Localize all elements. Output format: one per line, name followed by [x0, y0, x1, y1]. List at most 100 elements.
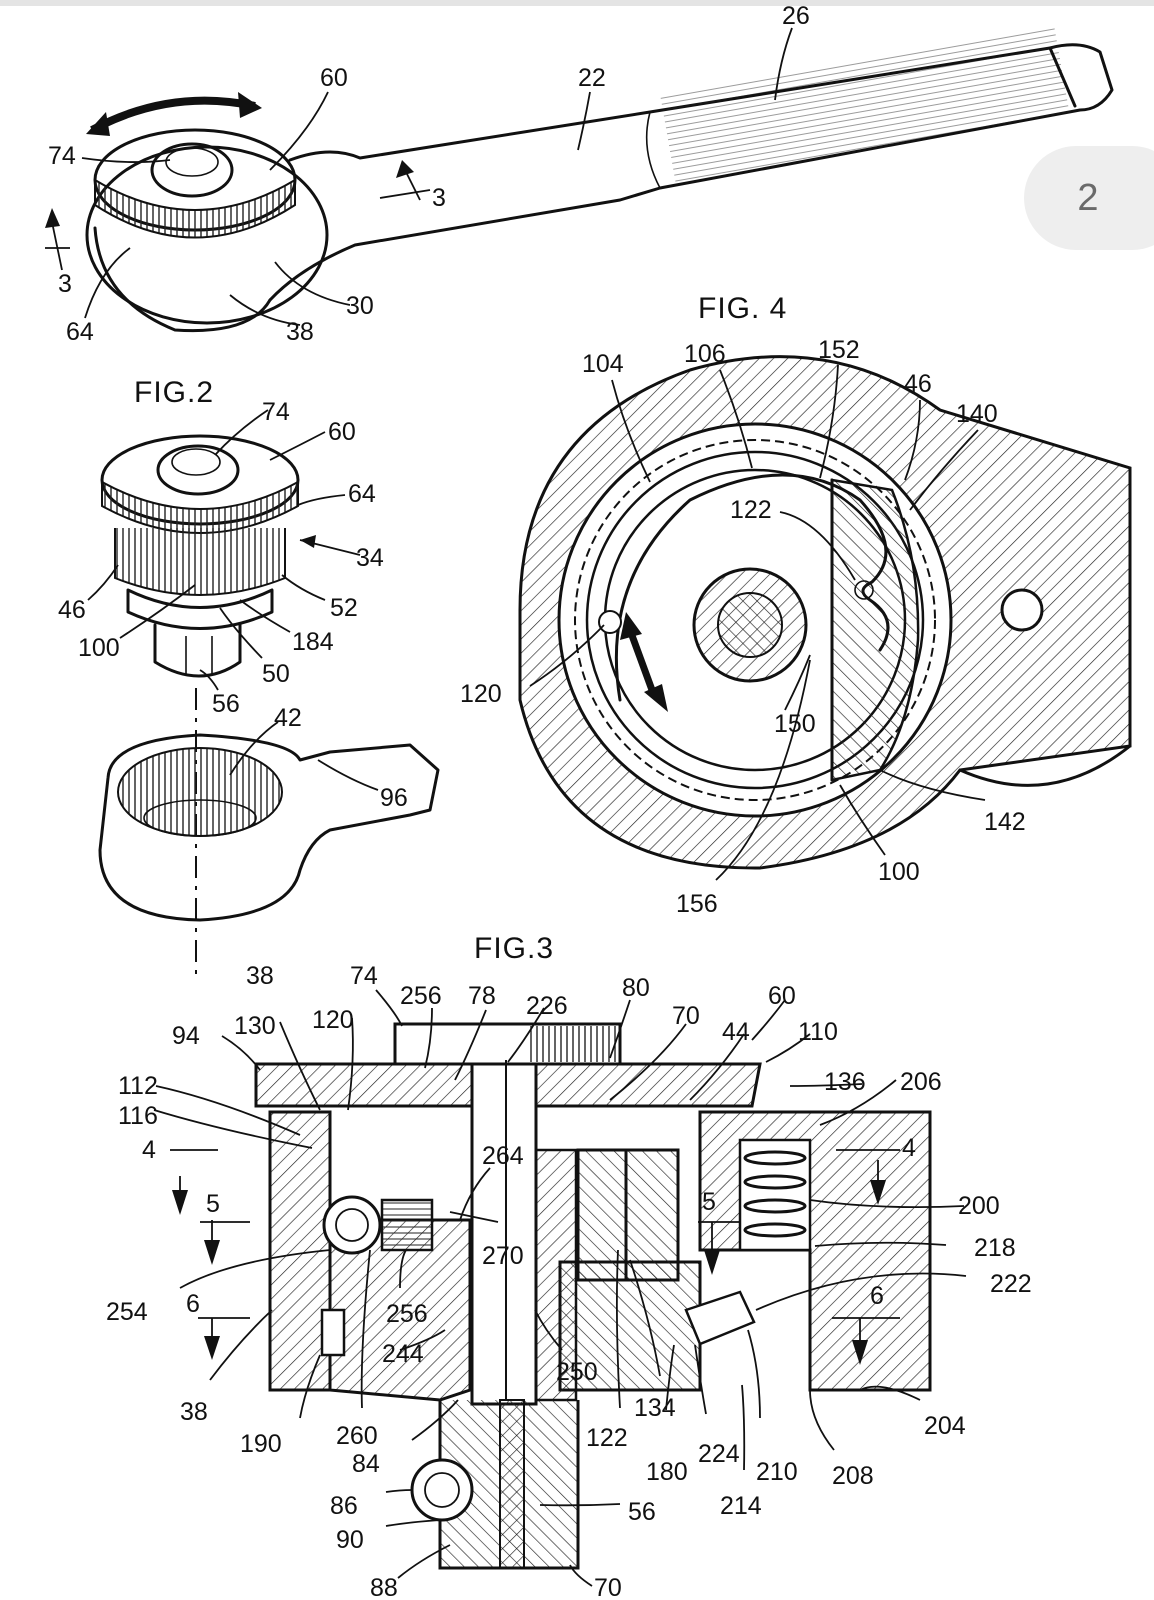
label-44: 44: [722, 1018, 750, 1046]
fig3-ball-86: [410, 1458, 474, 1522]
label-222: 222: [990, 1270, 1032, 1298]
fig4-spring-end: [854, 580, 874, 600]
label-134: 134: [634, 1394, 676, 1422]
leader-52: [281, 574, 326, 601]
section-arrow-icon: [404, 169, 421, 201]
label-88: 88: [370, 1574, 398, 1600]
label-140: 140: [956, 400, 998, 428]
label-60: 60: [328, 418, 356, 446]
fig2-drive-lines: [185, 636, 213, 676]
label-94: 94: [172, 1022, 200, 1050]
fig2-gear: [114, 528, 286, 596]
fig2-socket-teeth: [117, 747, 283, 837]
double-arrow-right-head: [238, 92, 262, 118]
leader-42: [229, 721, 279, 776]
label-120: 120: [460, 680, 502, 708]
fig4-arrow-down: [644, 684, 668, 712]
fig3-body-left-floor: [328, 1218, 472, 1402]
leader-156: [715, 659, 811, 881]
leader-64: [84, 247, 131, 319]
leader-96: [317, 759, 379, 791]
label-38-bottom: 38: [180, 1398, 208, 1426]
fig3-drive-bore: [499, 1399, 525, 1569]
label-200: 200: [958, 1192, 1000, 1220]
label-60: 60: [320, 64, 348, 92]
label-184: 184: [292, 628, 334, 656]
fig4-pin: [598, 610, 622, 634]
label-56: 56: [628, 1498, 656, 1526]
leader-104: [611, 379, 651, 483]
label-3-right: 3: [432, 184, 446, 212]
fig3-ball-86-inner: [424, 1472, 460, 1508]
head-lower: [93, 226, 272, 333]
label-4-left: 4: [142, 1136, 156, 1164]
fig3-spring-200: [738, 1138, 812, 1252]
section-arrow-head-left: [45, 208, 60, 228]
section-arrow-head-right: [396, 160, 414, 178]
fig2-exploded-view: FIG.2 74 60 64 34 46 52 100: [58, 376, 440, 980]
label-156: 156: [676, 890, 718, 918]
leader-64b: [297, 494, 346, 506]
label-152: 152: [818, 336, 860, 364]
leader-56: [199, 669, 219, 691]
fig3-ball-254-inner: [335, 1208, 369, 1242]
label-46: 46: [58, 596, 86, 624]
label-6-left: 6: [186, 1290, 200, 1318]
leader-46c: [904, 399, 921, 481]
top-edge-bar: [0, 0, 1154, 6]
fig2-knob-knurl: [101, 480, 299, 534]
label-3-left: 3: [58, 270, 72, 298]
fig2-wrench-head: [98, 733, 440, 922]
label-210: 210: [756, 1458, 798, 1486]
label-106: 106: [684, 340, 726, 368]
label-130: 130: [234, 1012, 276, 1040]
leader-74: [81, 157, 171, 163]
label-26: 26: [782, 2, 810, 30]
label-110: 110: [798, 1018, 838, 1046]
leader-140: [909, 429, 979, 511]
fig3-spring-256: [380, 1198, 434, 1252]
fig3-shaft: [470, 1062, 538, 1406]
fig3-gear-block: [576, 1148, 680, 1282]
label-84: 84: [352, 1450, 380, 1478]
label-208: 208: [832, 1462, 874, 1490]
fig3-title: FIG.3: [474, 932, 554, 965]
label-150: 150: [774, 710, 816, 738]
leader-152: [819, 364, 839, 479]
page-number: 2: [1077, 177, 1099, 219]
page-indicator-pill[interactable]: [1024, 146, 1154, 250]
label-116: 116: [118, 1102, 158, 1130]
label-100: 100: [78, 634, 120, 662]
leader-106: [719, 369, 753, 469]
fig3-section-markers: [170, 1149, 900, 1365]
label-270: 270: [482, 1242, 524, 1270]
handle-grip-start: [645, 111, 661, 189]
label-86: 86: [330, 1492, 358, 1520]
fig2-button: [156, 444, 240, 496]
leader-38: [229, 294, 301, 326]
label-50: 50: [262, 660, 290, 688]
double-arrow-icon: [90, 96, 256, 134]
double-arrow-left-head: [86, 112, 110, 136]
label-204: 204: [924, 1412, 966, 1440]
label-190: 190: [240, 1430, 282, 1458]
leader-120: [529, 624, 605, 687]
label-256-top: 256: [400, 982, 442, 1010]
label-104: 104: [582, 350, 624, 378]
fig2-button-top: [171, 448, 221, 476]
leader-184: [239, 599, 291, 633]
leader-50: [219, 607, 263, 659]
fig2-socket-floor: [143, 799, 257, 837]
label-90: 90: [336, 1526, 364, 1554]
label-4-right: 4: [902, 1134, 916, 1162]
label-264: 264: [482, 1142, 524, 1170]
fig3-shaft-sleeve: [534, 1148, 578, 1402]
label-70-bottom: 70: [594, 1574, 622, 1600]
label-38-top: 38: [246, 962, 274, 990]
label-100: 100: [878, 858, 920, 886]
label-64: 64: [66, 318, 94, 346]
label-5-right: 5: [702, 1188, 716, 1216]
fig4-handle-hole: [1000, 588, 1044, 632]
label-60: 60: [768, 982, 796, 1010]
